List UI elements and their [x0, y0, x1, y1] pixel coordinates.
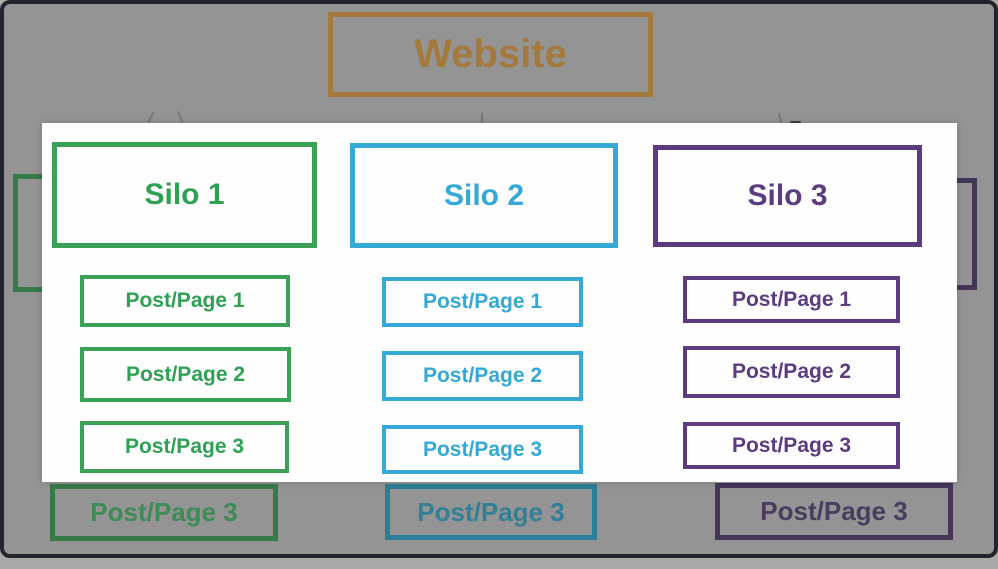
- silo2-label: Silo 2: [443, 178, 525, 212]
- dimmed-postpage3-teal-label: Post/Page 3: [417, 496, 565, 527]
- silo2-postpage3-box: Post/Page 3: [382, 425, 583, 474]
- dimmed-postpage3-purple-box: Post/Page 3: [715, 483, 953, 540]
- silo1-postpage3-box: Post/Page 3: [80, 421, 289, 473]
- silo3-postpage1-box: Post/Page 1: [683, 276, 900, 323]
- silo2-postpage3-label: Post/Page 3: [422, 437, 543, 461]
- dimmed-postpage3-purple-label: Post/Page 3: [760, 496, 908, 526]
- dimmed-postpage3-green-box: Post/Page 3: [50, 484, 278, 541]
- silo3-box: Silo 3: [653, 145, 922, 247]
- silo3-postpage1-label: Post/Page 1: [731, 287, 852, 311]
- silo2-postpage2-box: Post/Page 2: [382, 351, 583, 401]
- silo1-postpage1-box: Post/Page 1: [80, 275, 290, 327]
- silo1-postpage3-label: Post/Page 3: [124, 435, 245, 458]
- silo3-postpage3-label: Post/Page 3: [731, 433, 852, 457]
- silo3-postpage2-box: Post/Page 2: [683, 346, 900, 398]
- silo1-label: Silo 1: [144, 178, 225, 211]
- silo1-postpage2-box: Post/Page 2: [80, 347, 291, 402]
- dimmed-postpage3-teal-box: Post/Page 3: [385, 484, 597, 540]
- silo1-box: Silo 1: [52, 142, 317, 248]
- silo2-postpage1-box: Post/Page 1: [382, 277, 583, 327]
- silo3-postpage3-box: Post/Page 3: [683, 422, 900, 469]
- website-box: Website: [328, 12, 653, 97]
- silo2-postpage2-label: Post/Page 2: [422, 364, 543, 387]
- dimmed-postpage3-green-label: Post/Page 3: [90, 497, 238, 527]
- silo2-box: Silo 2: [350, 143, 618, 248]
- silo1-postpage1-label: Post/Page 1: [125, 289, 245, 312]
- website-label: Website: [414, 32, 567, 76]
- silo3-label: Silo 3: [747, 179, 828, 212]
- dimmed-connector-line: [481, 113, 483, 123]
- silo2-postpage1-label: Post/Page 1: [422, 290, 543, 313]
- silo1-postpage2-label: Post/Page 2: [125, 362, 246, 386]
- silo3-postpage2-label: Post/Page 2: [731, 360, 852, 383]
